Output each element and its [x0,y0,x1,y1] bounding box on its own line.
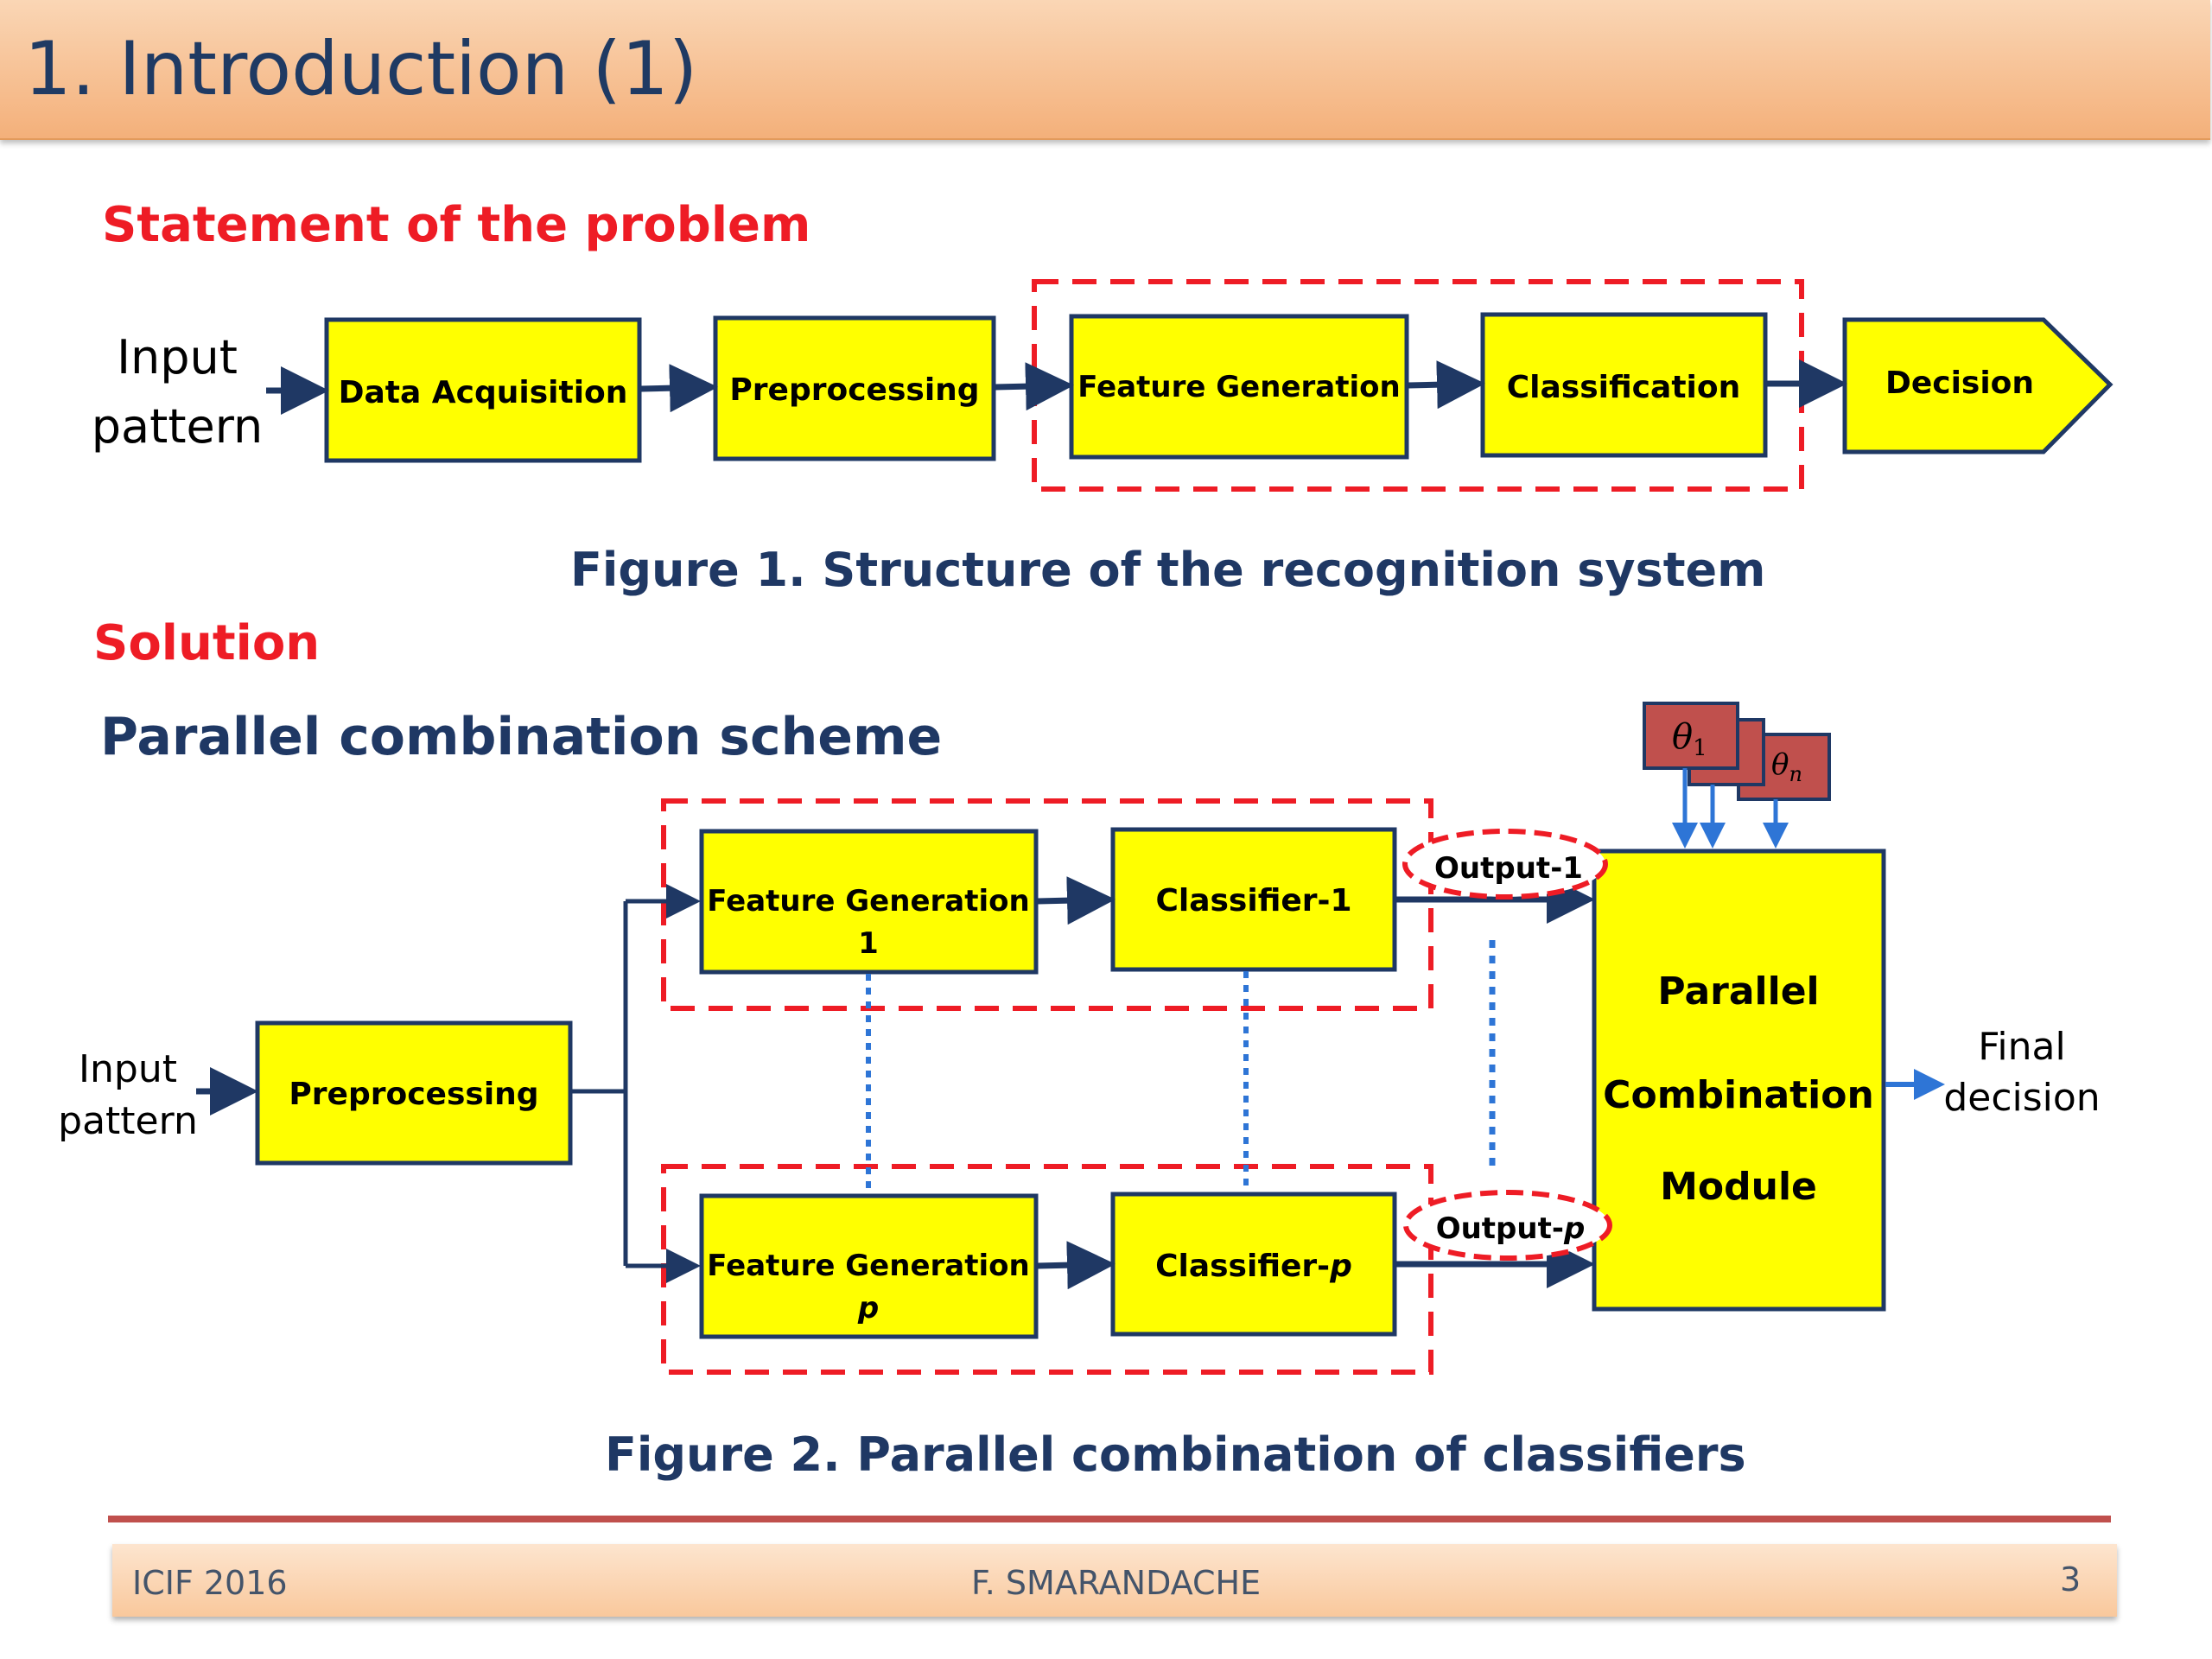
fig2-output-1-label: Output-1 [1434,851,1583,886]
fig2-thetan-label: θn [1771,747,1802,786]
fig2-theta-box-1 [1643,702,1739,770]
fig1-input-label-1: Input [117,330,238,385]
fig2-box-feature-generation-p [699,1193,1039,1339]
footer-divider [108,1516,2111,1522]
fig1-label-preprocessing: Preprocessing [729,372,979,408]
fig2-output-p-label: Output-p [1436,1211,1586,1246]
fig2-arrow-fg1-classifier1 [1037,876,1116,925]
fig2-thetan-symbol: θ [1771,747,1789,782]
fig2-input-label-1: Input [79,1047,177,1091]
fig2-label-fgp-line2: p [857,1291,879,1325]
fig1-box-decision [1842,317,2113,454]
fig1-box-feature-generation [1069,314,1409,460]
fig1-label-data-acquisition: Data Acquisition [339,375,628,410]
fig1-arrow-3 [1408,360,1485,410]
fig1-arrow-1 [640,364,718,413]
fig1-arrow-2 [995,362,1074,411]
fig1-input-label-2: pattern [92,399,263,454]
footer-page-number: 3 [2060,1560,2082,1599]
scheme-heading: Parallel combination scheme [100,707,943,767]
fig2-label-pcm-3: Module [1660,1165,1817,1209]
fig1-label-classification: Classification [1507,370,1740,405]
problem-heading: Statement of the problem [102,197,811,253]
fig2-thetan-subscript: n [1789,762,1802,786]
fig2-label-classifier-p-prefix: Classifier- [1155,1249,1330,1284]
fig2-input-label-2: pattern [58,1099,198,1143]
fig2-label-preprocessing: Preprocessing [289,1077,538,1112]
fig2-label-classifier-p: Classifier-p [1155,1249,1352,1284]
fig2-box-classifier-1 [1110,827,1397,972]
fig2-theta1-symbol: θ [1672,717,1693,757]
figure1: Input pattern Data Acquisition Preproces… [92,279,2113,492]
fig2-theta1-label: θ1 [1672,717,1707,761]
fig2-theta1-subscript: 1 [1693,735,1707,761]
fig2-dashed-group-p [661,1164,1433,1375]
fig1-box-data-acquisition [324,317,642,463]
fig2-box-feature-generation-1 [699,829,1039,975]
fig2-final-label-1: Final [1978,1025,2065,1069]
fig1-box-preprocessing [713,315,996,461]
fig2-output-p-prefix: Output- [1436,1211,1564,1246]
fig2-label-pcm-1: Parallel [1657,969,1819,1014]
fig2-dashed-group-1 [661,798,1433,1011]
fig2-output-p-ellipse [1403,1190,1612,1261]
fig2-box-parallel-combination-module [1592,849,1886,1312]
fig2-label-fg1-line2: 1 [858,926,879,961]
fig2-output-1-ellipse [1402,829,1608,899]
footer-author: F. SMARANDACHE [971,1564,1262,1602]
fig2-label-pcm-2: Combination [1603,1073,1874,1117]
fig2-output-p-suffix: p [1563,1211,1585,1246]
title-bar: 1. Introduction (1) [0,0,2210,140]
fig1-box-classification [1480,312,1768,458]
fig2-final-label-2: decision [1943,1076,2100,1120]
fig2-label-fgp-line1: Feature Generation [707,1249,1029,1283]
fig2-arrow-fgp-classifierp [1037,1241,1116,1290]
figure1-caption: Figure 1. Structure of the recognition s… [570,543,1766,597]
fig1-label-feature-generation: Feature Generation [1077,370,1400,404]
fig2-label-classifier-p-suffix: p [1329,1249,1352,1284]
fig1-label-decision: Decision [1885,365,2034,401]
footer-bar [112,1544,2117,1617]
fig2-label-fg1-line1: Feature Generation [707,884,1029,918]
slide-title: 1. Introduction (1) [24,26,698,112]
fig2-box-preprocessing [255,1020,573,1166]
figure2: Input pattern Preprocessing Feature Gene… [58,702,2101,1375]
figure2-caption: Figure 2. Parallel combination of classi… [605,1427,1746,1482]
fig2-box-classifier-p [1110,1192,1397,1337]
footer-conference: ICIF 2016 [132,1564,288,1602]
fig2-label-classifier-1: Classifier-1 [1155,883,1351,918]
solution-heading: Solution [93,615,321,671]
